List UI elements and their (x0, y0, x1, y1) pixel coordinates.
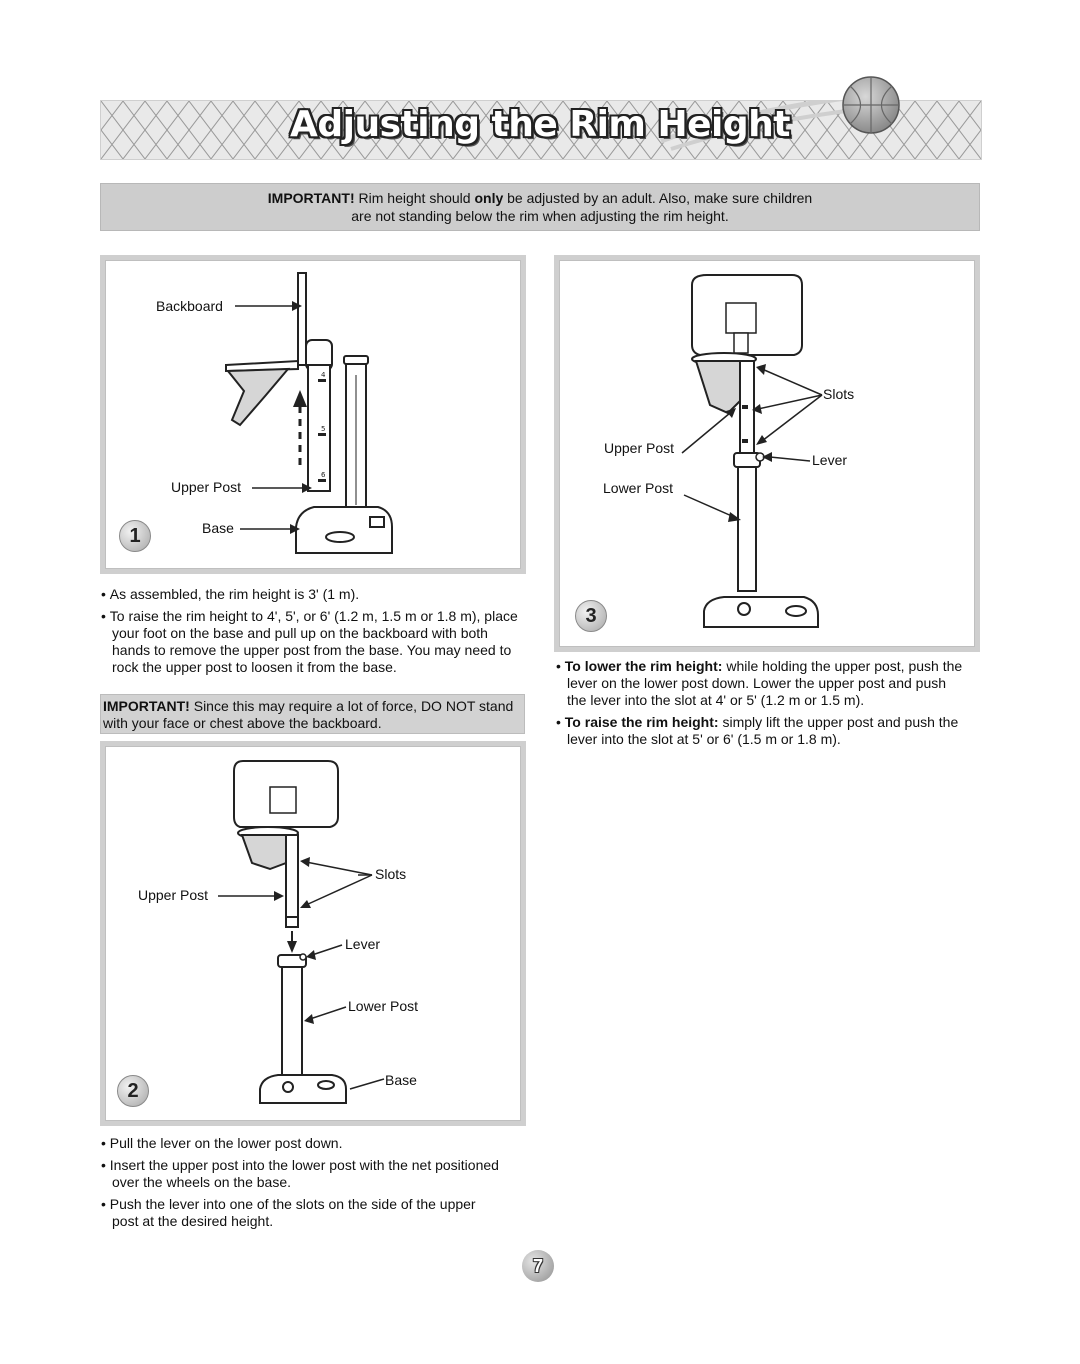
step1-warning: IMPORTANT! Since this may require a lot … (100, 694, 525, 734)
important-text-1: Rim height should (354, 190, 475, 206)
important-notice: IMPORTANT! Rim height should only be adj… (100, 183, 980, 231)
step2-illustration (218, 760, 385, 1104)
important-emph: only (474, 190, 504, 206)
list-item: • To raise the rim height: simply lift t… (556, 714, 959, 747)
list-item: • To raise the rim height to 4', 5', or … (101, 608, 518, 675)
step1-illustration: 4 5 6 (225, 272, 393, 554)
step2-badge: 2 (117, 1075, 149, 1107)
step1-badge: 1 (119, 520, 151, 552)
step3-panel (554, 255, 980, 652)
label-lever: Lever (345, 936, 381, 952)
label-lower-post: Lower Post (348, 998, 419, 1014)
important-text-2: be adjusted by an adult. Also, make sure… (503, 190, 813, 206)
basketball-icon (842, 76, 900, 134)
label-upper-post: Upper Post (604, 440, 675, 456)
label-slots: Slots (823, 386, 855, 402)
list-item: • Insert the upper post into the lower p… (101, 1157, 499, 1190)
label-upper-post: Upper Post (171, 479, 242, 495)
step1-bullets: • As assembled, the rim height is 3' (1 … (101, 586, 521, 681)
list-item: • Push the lever into one of the slots o… (101, 1196, 476, 1229)
label-lever: Lever (812, 452, 848, 468)
list-item: • To lower the rim height: while holding… (556, 658, 963, 708)
step2-bullets: • Pull the lever on the lower post down.… (101, 1135, 501, 1235)
slot-number-4: 4 (321, 371, 326, 379)
label-base: Base (385, 1072, 417, 1088)
warning-lead: IMPORTANT! (103, 698, 190, 714)
important-lead: IMPORTANT! (267, 190, 355, 206)
slot-number-6: 6 (321, 471, 326, 479)
step3-badge: 3 (575, 600, 607, 632)
page-number: 7 (522, 1250, 554, 1282)
label-base: Base (202, 520, 234, 536)
title-banner (100, 100, 982, 160)
net-pattern (101, 101, 981, 159)
list-item: • Pull the lever on the lower post down. (101, 1135, 343, 1151)
page-title: Adjusting the Rim Height (290, 104, 790, 145)
important-line-2: are not standing below the rim when adju… (351, 208, 729, 224)
label-slots: Slots (375, 866, 407, 882)
step3-bullets: • To lower the rim height: while holding… (556, 658, 966, 753)
slot-number-5: 5 (321, 425, 325, 433)
step3-illustration (681, 274, 823, 628)
label-lower-post: Lower Post (603, 480, 674, 496)
warning-text: Since this may require a lot of force, D… (103, 698, 514, 731)
list-item: • As assembled, the rim height is 3' (1 … (101, 586, 360, 602)
label-backboard: Backboard (156, 298, 223, 314)
label-upper-post: Upper Post (138, 887, 209, 903)
